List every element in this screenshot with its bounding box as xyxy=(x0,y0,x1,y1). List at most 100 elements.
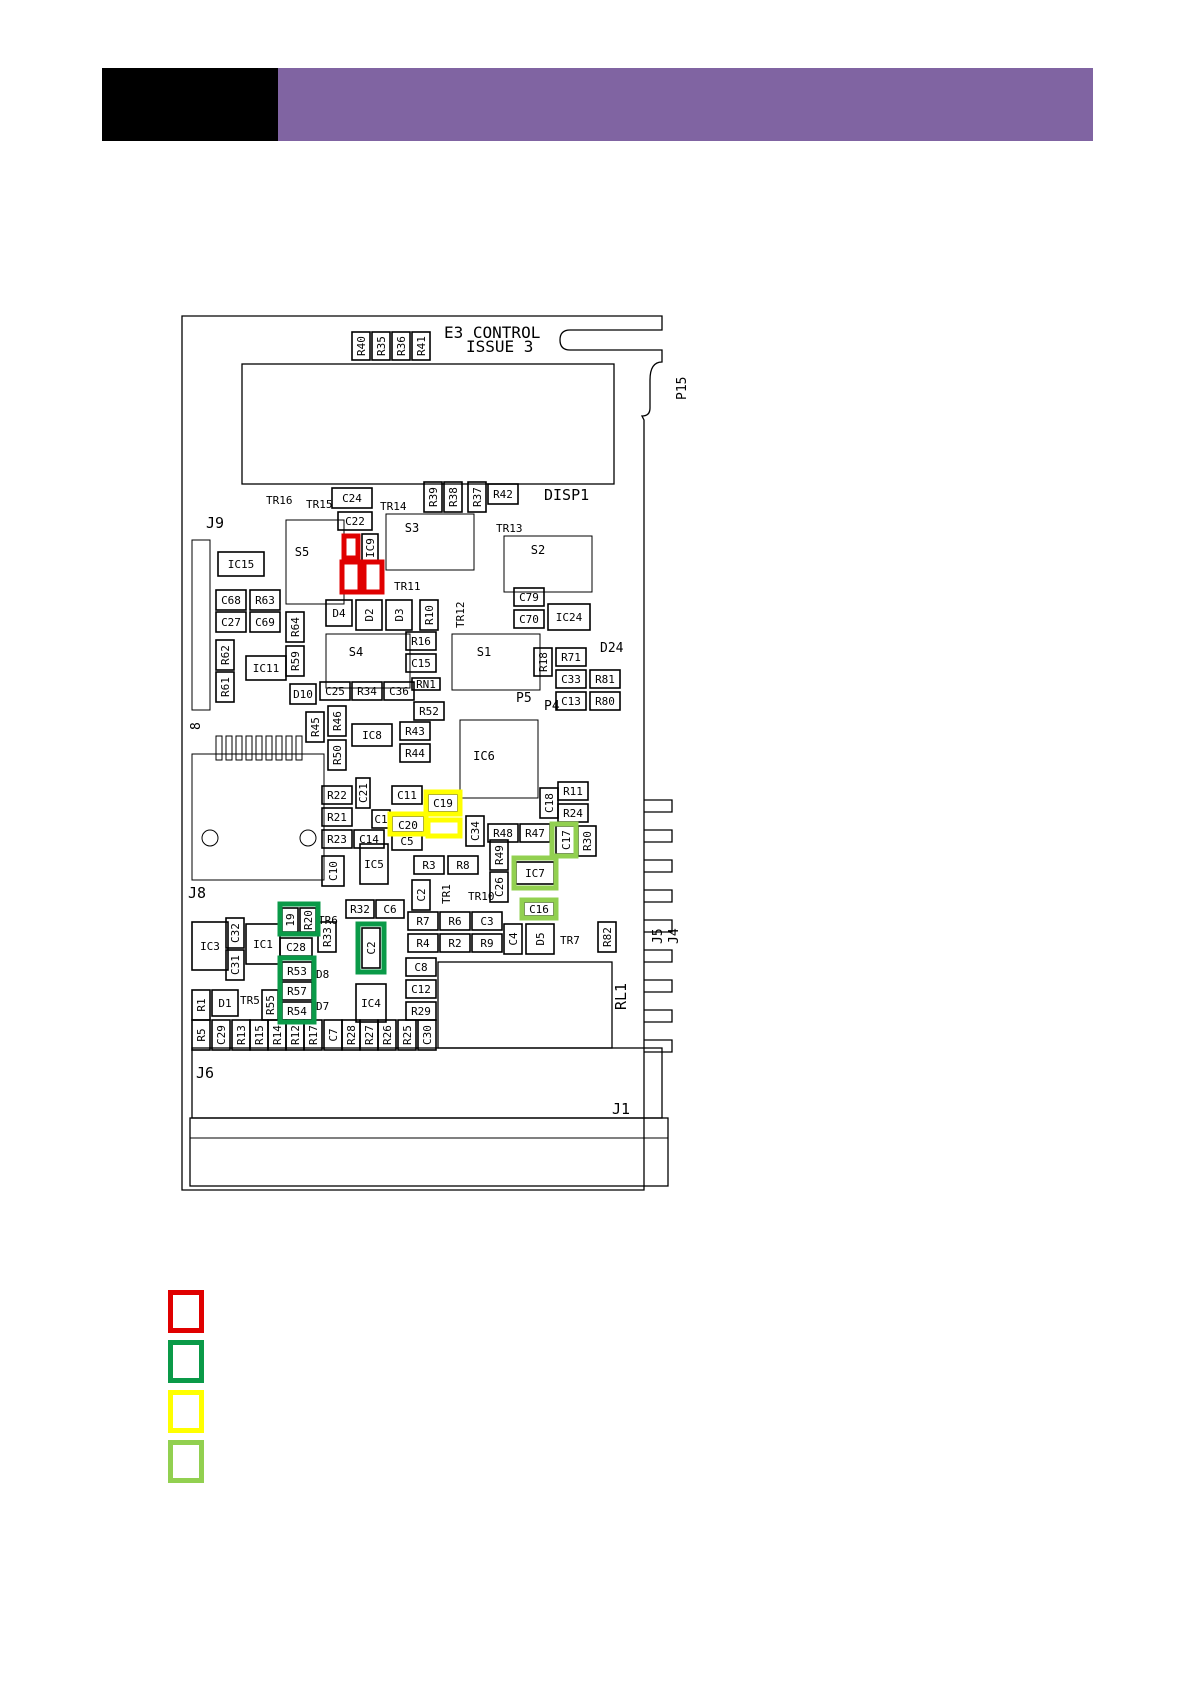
component-label: R71 xyxy=(561,651,581,664)
label-j8: J8 xyxy=(188,884,206,902)
component-r35: R35 xyxy=(371,331,391,361)
component-r20: R20 xyxy=(299,907,317,933)
component-c29: C29 xyxy=(211,1019,231,1051)
component-outline xyxy=(513,609,545,629)
component-outline xyxy=(405,631,437,651)
component-r63: R63 xyxy=(249,589,281,611)
component-c11: C11 xyxy=(391,785,423,805)
component-outline xyxy=(405,957,437,977)
label-p4: P4 xyxy=(544,699,560,714)
highlight-yellow-c19 xyxy=(423,789,463,817)
component-outline xyxy=(407,911,439,931)
label-disp1: DISP1 xyxy=(544,486,589,504)
label-pin8: 8 xyxy=(189,722,204,730)
label-j6: J6 xyxy=(196,1064,214,1082)
component-label: S5 xyxy=(295,545,309,559)
label-tr6: TR6 xyxy=(318,914,338,927)
ic6-package xyxy=(459,719,539,799)
component-d5: D5 xyxy=(525,923,555,955)
component-label: C14 xyxy=(359,833,379,846)
highlight-red-r21 xyxy=(339,559,363,595)
component-label: C28 xyxy=(286,941,306,954)
component-r15: R15 xyxy=(249,1019,269,1051)
label-tr13: TR13 xyxy=(496,522,523,535)
component-outline xyxy=(351,331,371,361)
component-label: R42 xyxy=(493,488,513,501)
component-r61: R61 xyxy=(215,671,235,703)
label-tr14: TR14 xyxy=(380,500,407,513)
component-outline xyxy=(321,855,345,887)
component-r42: R42 xyxy=(487,483,519,505)
component-s5: S5 xyxy=(295,545,309,559)
component-label: R62 xyxy=(219,645,232,665)
component-label: C6 xyxy=(383,903,396,916)
component-outline xyxy=(355,983,387,1023)
component-label: R15 xyxy=(253,1025,266,1045)
label-d24: D24 xyxy=(600,641,624,656)
component-label: C8 xyxy=(414,961,427,974)
component-label: S2 xyxy=(531,543,545,557)
component-r30: R30 xyxy=(577,825,597,857)
component-outline xyxy=(419,599,439,631)
component-label: C33 xyxy=(561,673,581,686)
component-label: R26 xyxy=(381,1025,394,1045)
component-r8: R8 xyxy=(447,855,479,875)
component-c70: C70 xyxy=(513,609,545,629)
switch-s3 xyxy=(385,513,475,571)
component-label: R57 xyxy=(287,985,307,998)
component-c6: C6 xyxy=(375,899,405,919)
component-outline xyxy=(325,599,353,627)
component-label: C20 xyxy=(398,819,418,832)
component-label: R20 xyxy=(302,910,315,930)
header-purple-bar xyxy=(278,68,1093,141)
label-p15: P15 xyxy=(675,377,690,400)
component-label: C13 xyxy=(561,695,581,708)
component-r33: R33 xyxy=(317,921,337,953)
component-r7: R7 xyxy=(407,911,439,931)
component-ic3: IC3 xyxy=(191,921,229,971)
component-label: C25 xyxy=(325,685,345,698)
label-p5: P5 xyxy=(516,691,532,706)
component-c33: C33 xyxy=(555,669,587,689)
component-s1: S1 xyxy=(477,645,491,659)
component-r71: R71 xyxy=(555,647,587,667)
component-label: R48 xyxy=(493,827,513,840)
component-c4: C4 xyxy=(503,923,523,955)
component-label: D5 xyxy=(534,932,547,945)
component-label: R24 xyxy=(563,807,583,820)
component-label: R18 xyxy=(537,652,550,672)
component-label: R40 xyxy=(355,336,368,356)
component-label: R45 xyxy=(309,717,322,737)
component-label: C22 xyxy=(345,515,365,528)
component-c32: C32 xyxy=(225,917,245,949)
component-label: C19 xyxy=(433,797,453,810)
component-ic5: IC5 xyxy=(359,843,389,885)
component-label: R80 xyxy=(595,695,615,708)
component-c13: C13 xyxy=(555,691,587,711)
component-outline xyxy=(417,1019,437,1051)
label-tr12: TR12 xyxy=(454,602,467,629)
component-outline xyxy=(443,481,463,513)
component-label: S3 xyxy=(405,521,419,535)
component-outline xyxy=(489,839,509,871)
component-outline xyxy=(317,921,337,953)
component-r53: R53 xyxy=(281,961,313,981)
highlight-yellow-group xyxy=(387,789,463,839)
component-label: C70 xyxy=(519,613,539,626)
component-outline xyxy=(547,603,591,631)
component-label: R30 xyxy=(581,831,594,851)
component-label: R22 xyxy=(327,789,347,802)
component-r9: R9 xyxy=(471,933,503,953)
component-outline xyxy=(525,923,555,955)
highlight-red-c22-pad xyxy=(341,533,361,561)
component-c25: C25 xyxy=(319,681,351,701)
component-r2: R2 xyxy=(439,933,471,953)
board-title-line2: ISSUE 3 xyxy=(466,337,533,356)
component-label: R16 xyxy=(411,635,431,648)
component-c79: C79 xyxy=(513,587,545,607)
component-ic7: IC7 xyxy=(515,861,555,885)
component-label: R27 xyxy=(363,1025,376,1045)
component-r81: R81 xyxy=(589,669,621,689)
connector-j6 xyxy=(191,1047,663,1119)
component-outline xyxy=(413,855,445,875)
